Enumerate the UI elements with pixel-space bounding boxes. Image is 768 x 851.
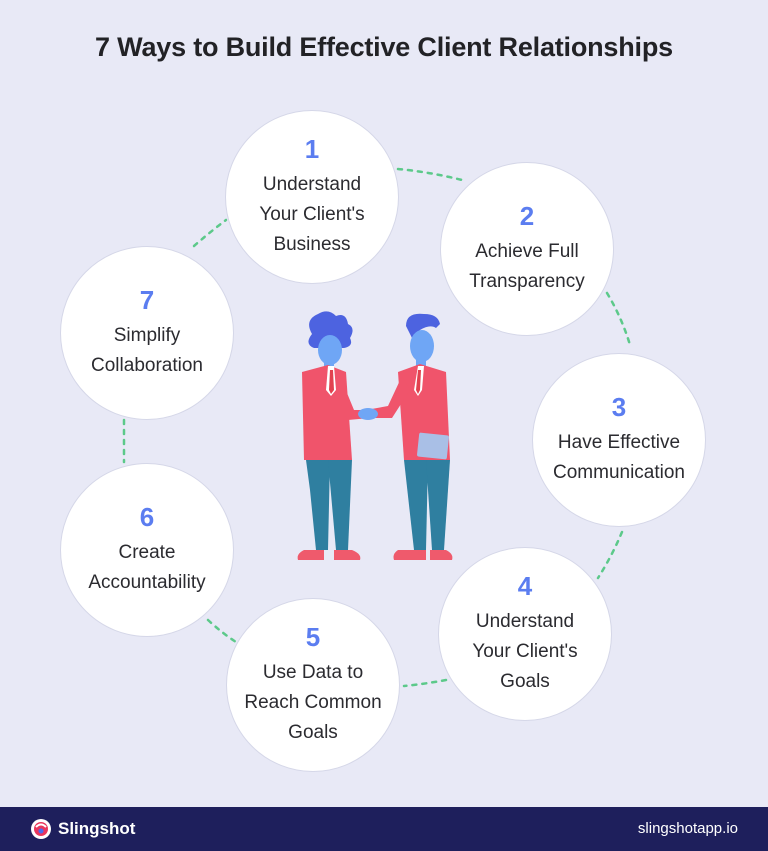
step-label: Have Effective Communication xyxy=(553,432,685,483)
page-title: 7 Ways to Build Effective Client Relatio… xyxy=(95,32,673,62)
step-number: 2 xyxy=(519,201,535,231)
step-label: Use Data to Reach Common Goals xyxy=(244,662,382,743)
slingshot-logo-icon xyxy=(31,819,51,839)
connector-4-5 xyxy=(402,678,448,688)
step-label: Achieve Full Transparency xyxy=(469,241,585,292)
connector-7-1 xyxy=(192,218,228,248)
step-circle-3: 3 Have Effective Communication xyxy=(532,353,706,527)
handshake-illustration xyxy=(297,311,453,560)
step-number: 3 xyxy=(611,392,627,422)
step-circle-1: 1 Understand Your Client's Business xyxy=(225,110,399,284)
footer-bar: Slingshot slingshotapp.io xyxy=(0,807,768,851)
step-number: 5 xyxy=(305,622,321,652)
step-label: Create Accountability xyxy=(88,542,206,593)
step-circle-5: 5 Use Data to Reach Common Goals xyxy=(226,598,400,772)
step-number: 6 xyxy=(139,502,155,532)
step-number: 7 xyxy=(139,285,155,315)
site-url-link[interactable]: slingshotapp.io xyxy=(637,820,738,837)
connector-2-3 xyxy=(605,291,632,347)
left-person-figure xyxy=(297,311,370,560)
step-number: 1 xyxy=(304,134,320,164)
handshake-hands xyxy=(358,408,378,420)
step-label: Understand Your Client's Business xyxy=(259,174,365,255)
step-circle-4: 4 Understand Your Client's Goals xyxy=(438,547,612,721)
step-label: Understand Your Client's Goals xyxy=(472,611,578,692)
brand-name: Slingshot xyxy=(58,819,136,838)
step-circle-2: 2 Achieve Full Transparency xyxy=(440,162,614,336)
right-person-figure xyxy=(366,313,453,560)
step-circle-6: 6 Create Accountability xyxy=(60,463,234,637)
connector-5-6 xyxy=(206,618,238,644)
step-circle-7: 7 Simplify Collaboration xyxy=(60,246,234,420)
connector-3-4 xyxy=(596,530,624,580)
step-number: 4 xyxy=(517,571,533,601)
brand-logo[interactable]: Slingshot xyxy=(30,818,135,840)
step-label: Simplify Collaboration xyxy=(91,325,203,376)
connector-1-2 xyxy=(396,167,464,182)
